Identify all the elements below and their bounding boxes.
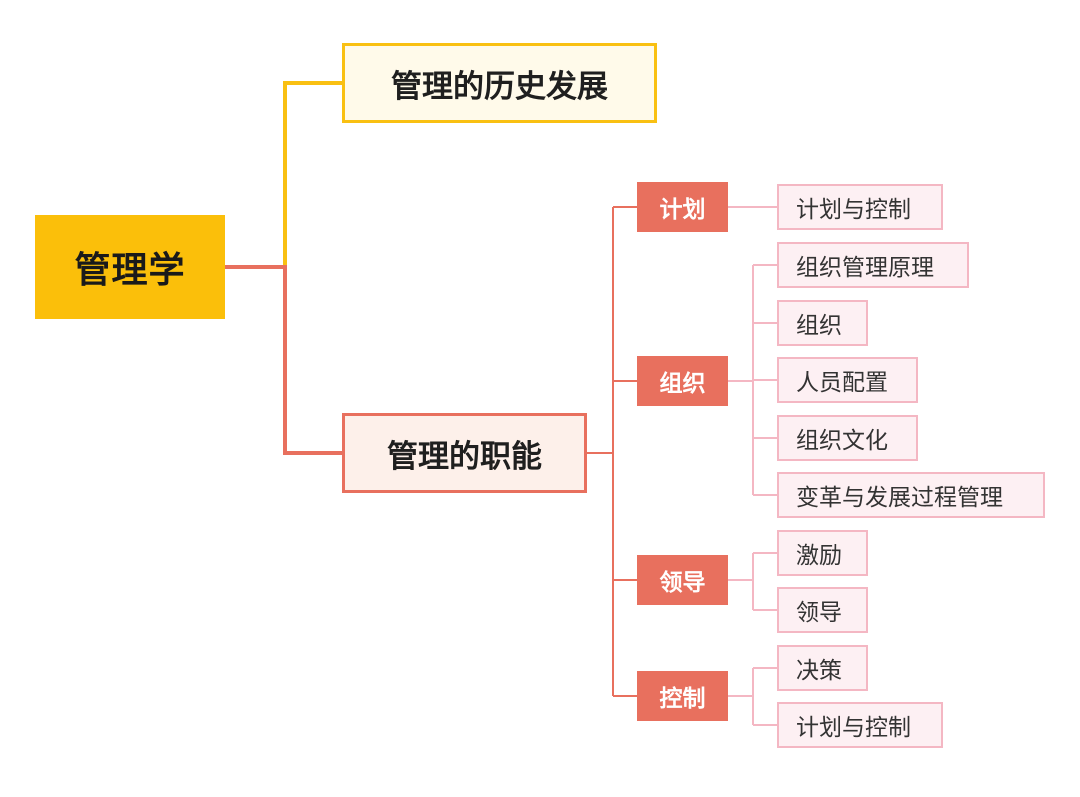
- leaf-staffing[interactable]: 人员配置: [777, 357, 918, 403]
- leaf-organization-culture[interactable]: 组织文化: [777, 415, 918, 461]
- function-control[interactable]: 控制: [637, 671, 728, 721]
- root-node[interactable]: 管理学: [35, 215, 225, 319]
- leaf-change-management[interactable]: 变革与发展过程管理: [777, 472, 1045, 518]
- leaf-motivation[interactable]: 激励: [777, 530, 868, 576]
- branch-history[interactable]: 管理的历史发展: [342, 43, 657, 123]
- leaf-control-plan-and-control[interactable]: 计划与控制: [777, 702, 943, 748]
- function-lead[interactable]: 领导: [637, 555, 728, 605]
- leaf-organization-principles[interactable]: 组织管理原理: [777, 242, 969, 288]
- function-organize[interactable]: 组织: [637, 356, 728, 406]
- connector-root-to-history: [225, 81, 342, 269]
- leaf-organization[interactable]: 组织: [777, 300, 868, 346]
- leaf-decision[interactable]: 决策: [777, 645, 868, 691]
- branch-functions[interactable]: 管理的职能: [342, 413, 587, 493]
- leaf-plan-and-control[interactable]: 计划与控制: [777, 184, 943, 230]
- leaf-leadership[interactable]: 领导: [777, 587, 868, 633]
- function-plan[interactable]: 计划: [637, 182, 728, 232]
- connector-root-to-functions: [225, 265, 342, 455]
